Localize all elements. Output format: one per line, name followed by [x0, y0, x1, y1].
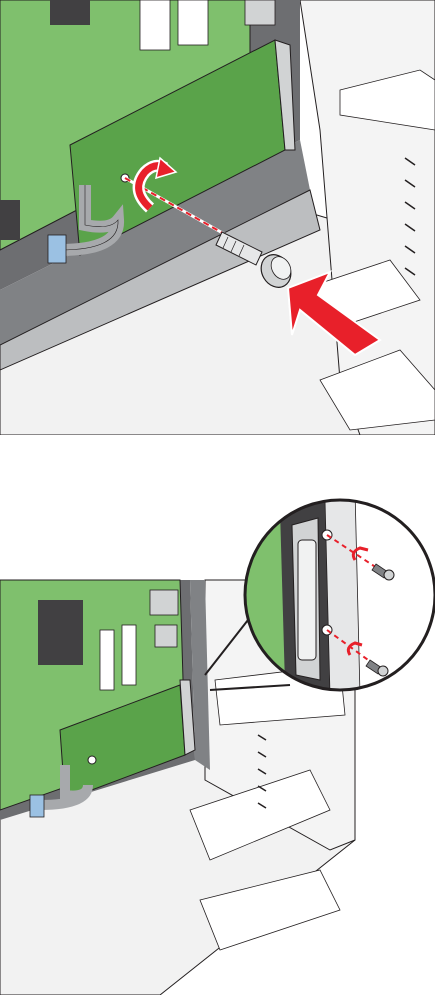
cable-connector: [30, 795, 44, 817]
memory-slot: [140, 0, 170, 50]
port-connector: [150, 590, 178, 615]
printer-board-diagram-bottom: [0, 480, 435, 995]
step-install-thumbscrew-illustration: [0, 0, 435, 435]
printer-board-diagram-top: [0, 0, 435, 435]
chip: [38, 600, 83, 665]
chip: [50, 0, 90, 25]
cable-connector: [48, 235, 66, 263]
memory-slot: [100, 630, 114, 690]
port-connector: [155, 625, 177, 647]
parallel-port: [298, 540, 316, 660]
memory-slot: [178, 0, 208, 45]
memory-slot: [122, 625, 136, 685]
step-attach-connector-screws-illustration: [0, 480, 435, 995]
port-connector: [245, 0, 275, 25]
chip: [0, 200, 20, 240]
screw-hole: [88, 756, 96, 764]
